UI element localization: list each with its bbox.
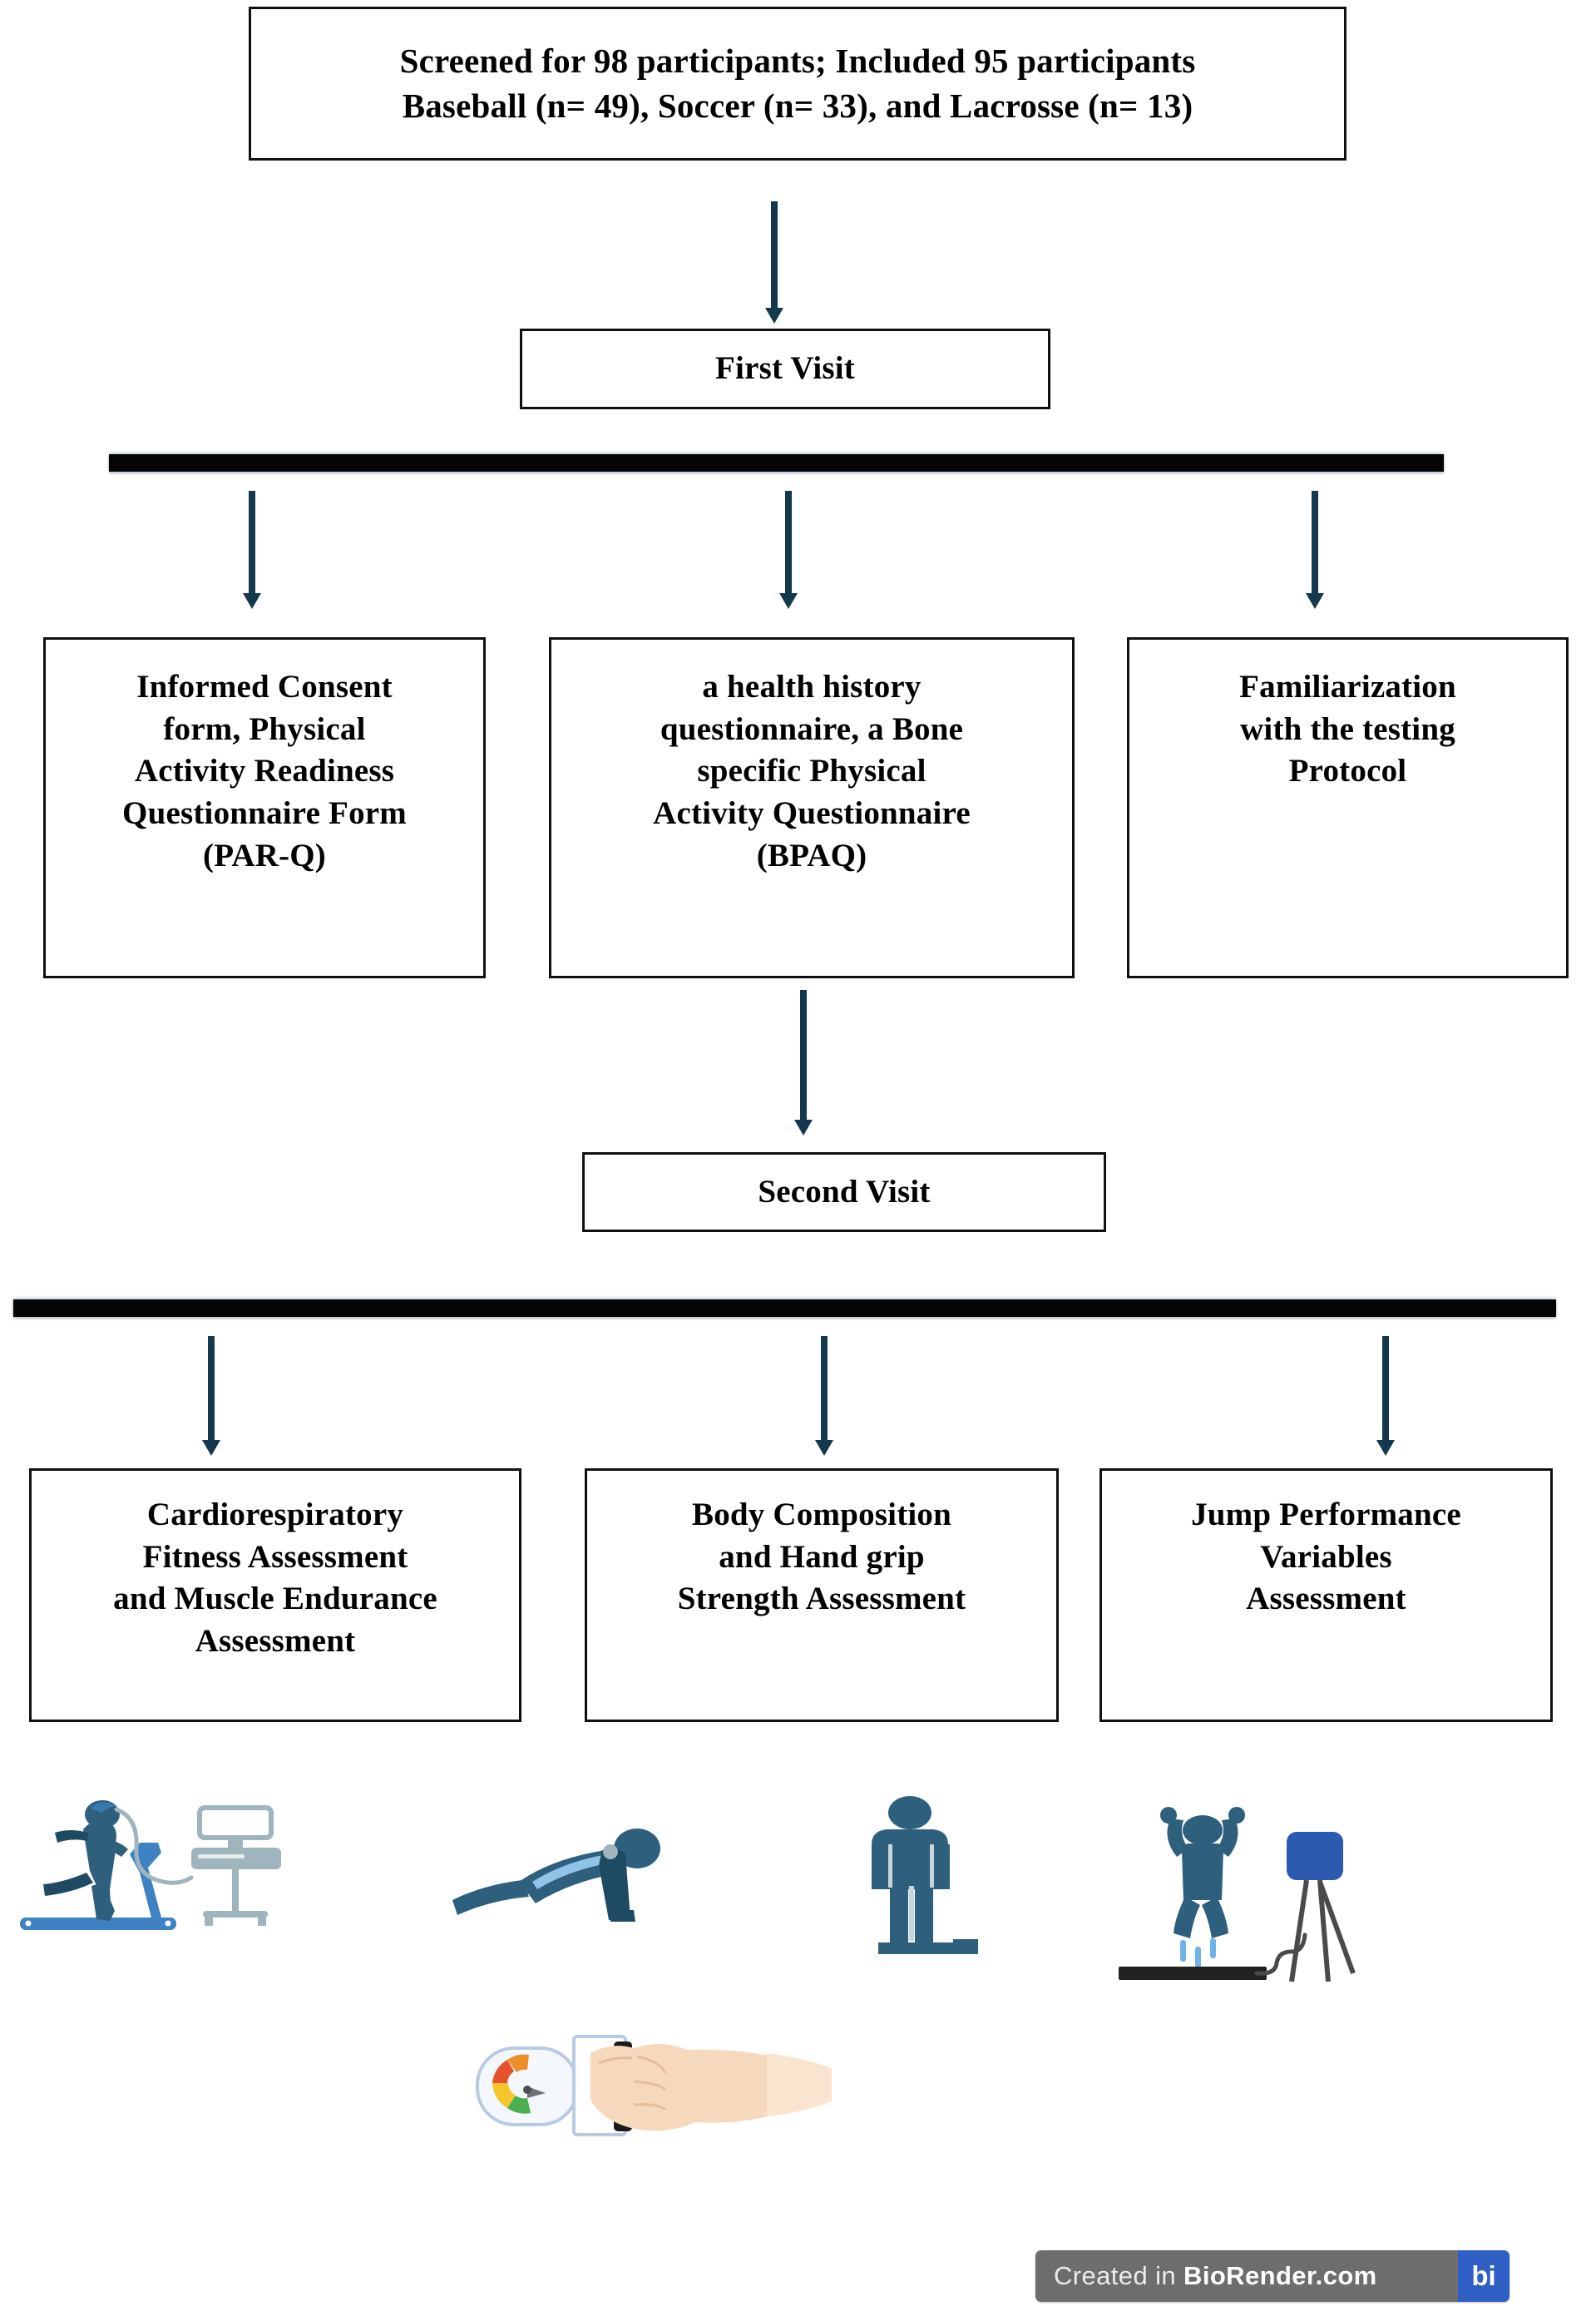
arrow-first-visit-branch-3 xyxy=(1312,491,1318,595)
jump-force-platform-icon xyxy=(1119,1807,1356,1982)
hand-grip-dynamometer-icon xyxy=(476,2035,832,2136)
first-visit-distribution-bar xyxy=(109,454,1444,472)
first-visit-item-1-text: Informed Consent form, Physical Activity… xyxy=(122,669,407,873)
second-visit-item-jump-performance: Jump Performance Variables Assessment xyxy=(1099,1468,1553,1722)
first-visit-item-consent-parq: Informed Consent form, Physical Activity… xyxy=(43,637,486,978)
body-composition-scale-icon xyxy=(872,1796,978,1954)
biorender-brand: BioRender.com xyxy=(1183,2261,1377,2290)
first-visit-item-familiarization: Familiarization with the testing Protoco… xyxy=(1127,637,1569,978)
second-visit-item-body-composition: Body Composition and Hand grip Strength … xyxy=(585,1468,1059,1722)
arrow-first-visit-branch-1 xyxy=(249,491,255,595)
biorender-badge: bi xyxy=(1458,2250,1510,2302)
second-visit-item-cardiorespiratory: Cardiorespiratory Fitness Assessment and… xyxy=(29,1468,521,1722)
second-visit-distribution-bar xyxy=(13,1299,1556,1317)
pushup-icon xyxy=(452,1829,660,1922)
biorender-prefix: Created in xyxy=(1054,2261,1184,2290)
screening-text: Screened for 98 participants; Included 9… xyxy=(399,42,1196,125)
biorender-label: Created in BioRender.com xyxy=(1035,2261,1458,2291)
arrow-second-visit-branch-2 xyxy=(821,1336,828,1442)
first-visit-item-health-history-bpaq: a health history questionnaire, a Bone s… xyxy=(549,637,1075,978)
first-visit-label: First Visit xyxy=(715,350,855,387)
arrow-first-visit-branch-2 xyxy=(785,491,792,595)
arrow-second-visit-branch-1 xyxy=(208,1336,215,1442)
arrow-second-visit-branch-3 xyxy=(1382,1336,1389,1442)
first-visit-item-2-text: a health history questionnaire, a Bone s… xyxy=(653,669,971,873)
second-visit-item-1-text: Cardiorespiratory Fitness Assessment and… xyxy=(113,1497,437,1660)
first-visit-box: First Visit xyxy=(520,329,1050,409)
biorender-watermark: Created in BioRender.com bi xyxy=(1035,2250,1510,2302)
treadmill-icon xyxy=(20,1800,281,1930)
screening-box: Screened for 98 participants; Included 9… xyxy=(249,7,1346,161)
second-visit-item-2-text: Body Composition and Hand grip Strength … xyxy=(677,1497,966,1617)
first-visit-item-3-text: Familiarization with the testing Protoco… xyxy=(1239,669,1456,789)
second-visit-label: Second Visit xyxy=(758,1173,931,1210)
arrow-screening-to-first-visit xyxy=(771,201,778,309)
second-visit-item-3-text: Jump Performance Variables Assessment xyxy=(1191,1497,1461,1617)
arrow-first-visit-to-second-visit xyxy=(800,990,807,1121)
second-visit-box: Second Visit xyxy=(582,1152,1106,1232)
